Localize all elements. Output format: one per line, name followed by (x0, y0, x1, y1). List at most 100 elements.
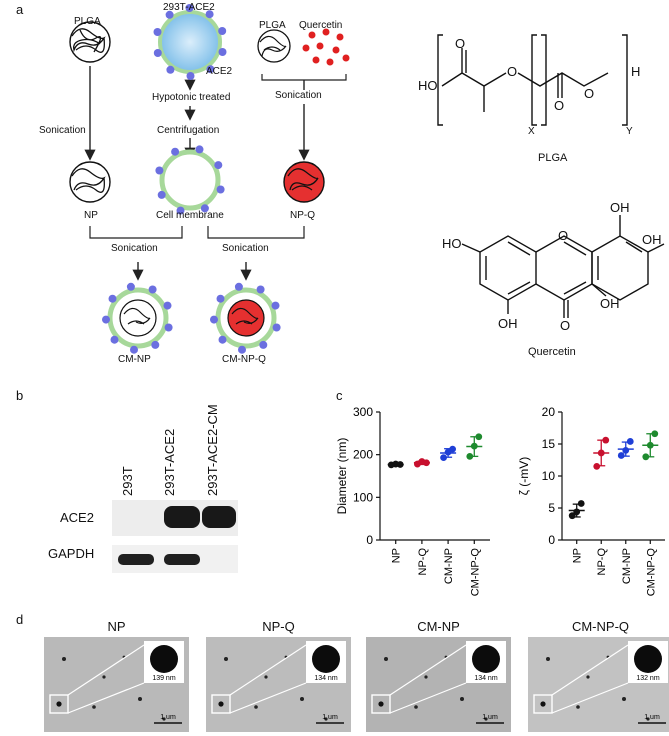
data-point (396, 461, 404, 468)
quercetin-ring-o: O (558, 228, 569, 243)
scale-label: 1 um (322, 714, 338, 721)
x-tick-label: CM-NP-Q (645, 548, 657, 597)
size-label: 134 nm (314, 675, 338, 682)
plga-label-2: PLGA (259, 20, 286, 31)
inset-particle (312, 645, 340, 673)
tem-particle (546, 657, 550, 661)
y-tick-label: 300 (353, 405, 373, 419)
tem-particle (540, 701, 546, 707)
blot-gapdh-strip (112, 545, 238, 573)
size-label: 134 nm (474, 675, 498, 682)
scale-label: 1 um (482, 714, 498, 721)
tem-particle (102, 675, 106, 679)
zoom-box (49, 694, 69, 714)
x-tick-label: CM-NP (621, 548, 633, 584)
ace2-receptor-icon (205, 10, 214, 19)
data-point (573, 508, 581, 516)
tem-particle (622, 697, 626, 701)
data-point (602, 436, 610, 444)
ace2-receptor-icon (271, 301, 280, 310)
ace2-receptor-icon (218, 27, 227, 35)
plga-ho-label: HO (418, 78, 438, 93)
panel-label-b: b (16, 388, 24, 403)
ace2-receptor-icon (210, 315, 218, 324)
data-point (593, 463, 601, 470)
quercetin-oh1: OH (610, 200, 630, 215)
ace2-receptor-icon (238, 345, 246, 354)
data-point (440, 454, 447, 462)
ace2-receptor-icon (164, 323, 173, 332)
data-point (475, 433, 483, 441)
ace2-receptor-icon (218, 335, 227, 344)
tem-particle (218, 701, 224, 707)
np-particle-icon (69, 161, 111, 203)
zoom-line (389, 644, 467, 696)
gapdh-band-lane2 (164, 554, 200, 565)
tem-particle (162, 717, 166, 721)
ace2-receptor-icon (130, 345, 138, 354)
quercetin-oh4: OH (498, 316, 518, 331)
scale-label: 1 um (160, 714, 176, 721)
plga-h-label: H (631, 64, 641, 79)
zoom-line (229, 682, 307, 714)
tem-particle (254, 705, 258, 709)
data-point (626, 438, 634, 445)
data-point (568, 512, 576, 520)
y-tick-label: 200 (353, 448, 373, 462)
tem-particle (56, 701, 62, 707)
panel-label-d: d (16, 612, 24, 627)
tem-particle (92, 705, 96, 709)
plga-o3-label: O (554, 98, 565, 113)
ace2-receptor-icon (185, 4, 194, 12)
tem-particle (586, 675, 590, 679)
plga-o1-label: O (455, 36, 466, 51)
tem-particle (264, 675, 268, 679)
lane-label-293t-ace2: 293T-ACE2 (162, 428, 177, 496)
x-tick-label: NP-Q (417, 548, 429, 576)
ace2-receptor-icon (163, 301, 172, 310)
zoom-box (371, 694, 391, 714)
x-tick-label: CM-NP (443, 548, 455, 584)
y-tick-label: 100 (353, 490, 373, 504)
npq-label: NP-Q (290, 210, 315, 221)
tem-graphic: 134 nm 1 um (371, 641, 506, 724)
zoom-line (551, 644, 629, 696)
y-tick-label: 0 (548, 533, 555, 547)
data-point (597, 449, 605, 457)
inset-particle (472, 645, 500, 673)
cmnp-label: CM-NP (118, 354, 151, 365)
plga-label: PLGA (74, 16, 101, 27)
y-tick-label: 15 (542, 437, 556, 451)
tem-particle (424, 675, 428, 679)
data-point (423, 459, 430, 467)
data-point (622, 447, 630, 454)
zoom-line (67, 644, 145, 696)
cell-line-label: 293T-ACE2 (163, 2, 215, 13)
tem-particle (224, 657, 228, 661)
ace2-receptor-icon (200, 204, 209, 213)
cell-membrane-label: Cell membrane (156, 210, 224, 221)
quercetin-ho: HO (442, 236, 462, 251)
lane-label-293t-ace2-cm: 293T-ACE2-CM (205, 404, 220, 496)
quercetin-oh2: OH (642, 232, 662, 247)
ace2-receptor-icon (157, 190, 166, 199)
scale-label: 1 um (644, 714, 660, 721)
quercetin-label: Quercetin (299, 20, 343, 31)
tem-particle (646, 717, 650, 721)
x-tick-label: NP (572, 548, 584, 563)
data-point (577, 500, 585, 507)
quercetin-name: Quercetin (528, 346, 576, 358)
tem-title: CM-NP-Q (571, 619, 630, 634)
size-label: 132 nm (636, 675, 660, 682)
zoom-line (551, 682, 629, 714)
y-tick-label: 5 (548, 501, 555, 515)
ace2-receptor-icon (195, 145, 204, 154)
panel-label-c: c (336, 388, 343, 403)
inset-particle (150, 645, 178, 673)
ace2-receptor-icon (206, 65, 215, 74)
plga-name: PLGA (538, 152, 568, 164)
zoom-line (67, 682, 145, 714)
ace2-receptor-icon (153, 28, 162, 36)
data-point (466, 452, 474, 460)
